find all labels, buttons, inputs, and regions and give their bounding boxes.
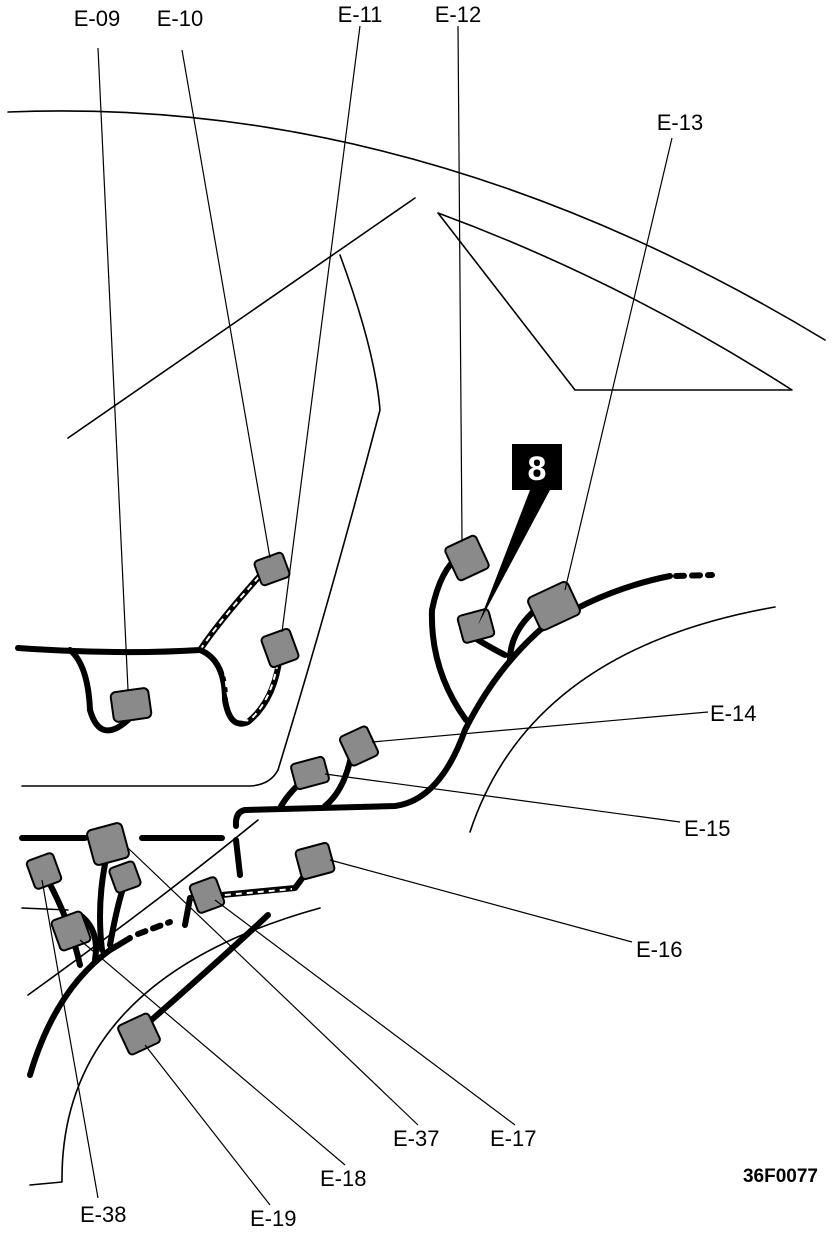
connector-e14[interactable] [338,725,380,767]
connector-e12[interactable] [444,534,490,582]
label-e17: E-17 [490,1126,536,1151]
connector-e19[interactable] [117,1012,161,1056]
label-e10: E-10 [157,6,203,31]
connector-e37b[interactable] [108,860,142,894]
connector-e15[interactable] [290,755,330,791]
connector-e16[interactable] [294,842,336,880]
label-e16: E-16 [636,937,682,962]
connector-e37[interactable] [86,822,130,866]
lower-harness [19,835,318,1078]
connector-labels: E-09 E-10 E-11 E-12 E-13 E-14 E-15 E-16 … [74,2,818,1231]
figure-code: 36F0077 [743,1166,818,1187]
label-e12: E-12 [435,2,481,27]
label-e15: E-15 [684,816,730,841]
connector-e11[interactable] [260,627,300,669]
connector-8[interactable] [456,608,496,644]
reference-marker: 8 [478,444,562,625]
connector-e09[interactable] [109,687,153,723]
floor-line [27,819,259,996]
leader-lines [41,25,709,1206]
connector-e38[interactable] [25,852,63,890]
roof-line [7,110,826,341]
label-e11: E-11 [338,2,383,27]
door-harness [15,567,283,734]
connectors [25,534,581,1056]
rear-wheel-arch [469,606,776,833]
door-rear-edge [21,254,381,787]
rear-quarter-window [437,212,793,391]
connector-e13[interactable] [526,580,581,631]
connector-e17[interactable] [188,876,226,914]
reference-marker-number: 8 [528,450,547,488]
body-outline [7,110,826,1186]
label-e14: E-14 [710,701,756,726]
label-e37: E-37 [393,1126,439,1151]
label-e18: E-18 [320,1166,366,1191]
label-e13: E-13 [657,110,703,135]
label-e19: E-19 [250,1206,296,1231]
c-pillar-line [67,197,416,439]
label-e38: E-38 [80,1202,126,1227]
label-e09: E-09 [74,6,120,31]
connector-e10[interactable] [253,551,291,587]
